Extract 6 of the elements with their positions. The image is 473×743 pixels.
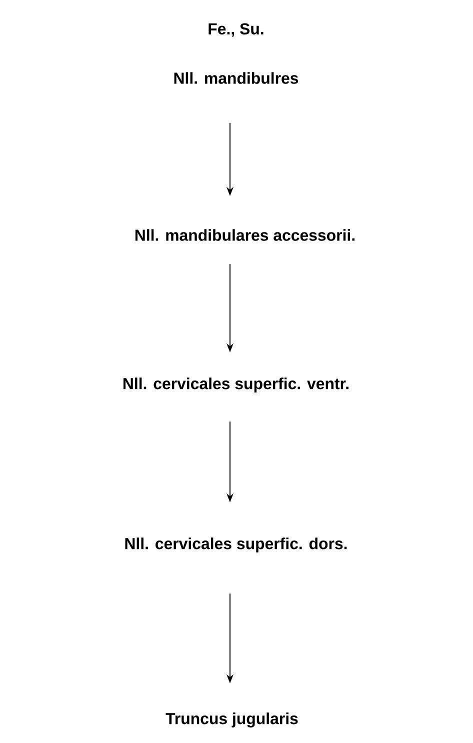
node-label: Nll. mandibulares accessorii. xyxy=(135,229,354,241)
node-label: Nll. mandibulres xyxy=(174,72,298,84)
title: Fe., Su. xyxy=(208,23,264,37)
node-label: Nll. cervicales superfic. dors. xyxy=(125,538,347,552)
node-label: Truncus jugularis xyxy=(166,712,298,728)
node-label: Nll. cervicales superfic. ventr. xyxy=(124,378,348,392)
